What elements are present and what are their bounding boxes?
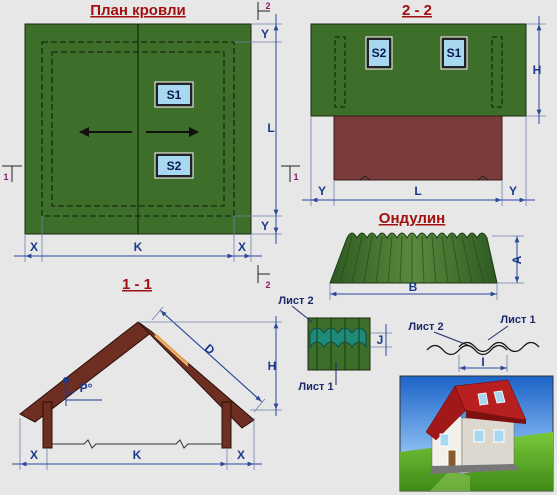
side-overlap-view: Лист 2 Лист 1 I [408, 314, 540, 372]
section-2-2-width-dimension: Y L Y [302, 116, 535, 206]
ondulin-title: Ондулин [379, 210, 445, 227]
ondulin-width-dimension: B [329, 280, 498, 300]
section-2-2-height-dimension: H [526, 16, 546, 124]
sheet-1-profile [458, 341, 540, 353]
section-marker-2-bottom: 2 [257, 265, 271, 290]
svg-text:X: X [237, 448, 245, 462]
sheet-1-label-overlap: Лист 1 [298, 381, 333, 393]
sheet-1-label-side: Лист 1 [500, 314, 535, 326]
window-s2-facade: S2 [365, 36, 393, 70]
svg-text:2: 2 [265, 1, 270, 11]
plan-width-dimension: X K X [14, 216, 262, 262]
sheet-overlap-view: Лист 2 Лист 1 J [278, 295, 392, 393]
sheet-2-profile [426, 344, 508, 356]
sheet-2-label-side: Лист 2 [408, 321, 443, 333]
svg-text:P°: P° [80, 381, 93, 395]
post-left [42, 401, 53, 449]
section-marker-2-top: 2 [257, 1, 271, 20]
svg-text:S1: S1 [167, 88, 182, 102]
section-1-1-width-dimension: X K X [12, 418, 262, 470]
ondulin-sheet-view: Ондулин A B [329, 210, 524, 300]
svg-text:A: A [510, 255, 524, 264]
section-1-1-view: 1 - 1 P° D [12, 276, 282, 470]
slope-angle-marker: P° [63, 377, 102, 406]
svg-text:X: X [238, 240, 246, 254]
svg-text:Y: Y [261, 219, 269, 233]
window-s1-facade: S1 [440, 36, 468, 70]
section-1-1-title: 1 - 1 [122, 276, 152, 293]
svg-text:L: L [414, 184, 421, 198]
rafter-right [137, 321, 255, 429]
svg-text:1: 1 [3, 172, 8, 182]
svg-text:J: J [377, 333, 384, 347]
section-1-1-height-dimension: H [138, 316, 282, 416]
window-s1-plan: S1 [154, 81, 194, 108]
svg-text:S2: S2 [372, 46, 387, 60]
house-wall [333, 115, 503, 181]
svg-text:S1: S1 [447, 46, 462, 60]
svg-text:H: H [268, 359, 277, 373]
plan-title: План кровли [90, 2, 186, 19]
section-2-2-view: 2 - 2 S2 S1 H [302, 2, 546, 206]
svg-text:X: X [30, 240, 38, 254]
plan-view: План кровли S1 S2 X K X [2, 1, 300, 290]
plan-length-dimension: Y L Y [234, 14, 282, 244]
svg-text:1: 1 [293, 172, 298, 182]
section-marker-1-right: 1 [281, 165, 300, 182]
svg-text:K: K [133, 448, 142, 462]
section-marker-1-left: 1 [2, 165, 22, 182]
svg-text:K: K [134, 240, 143, 254]
svg-text:Y: Y [318, 184, 326, 198]
window-s2-plan: S2 [154, 152, 194, 179]
house-3d-preview [399, 375, 554, 492]
svg-text:2: 2 [265, 280, 270, 290]
svg-text:D: D [202, 341, 218, 357]
ondulin-height-dimension: A [492, 235, 524, 284]
svg-text:I: I [481, 355, 484, 369]
rafter-left [19, 321, 153, 423]
svg-text:Y: Y [261, 27, 269, 41]
ridge-beam [154, 333, 189, 365]
svg-text:H: H [533, 63, 542, 77]
ondulin-sheet [329, 232, 498, 284]
svg-text:S2: S2 [167, 159, 182, 173]
svg-text:L: L [267, 121, 274, 135]
sheet-2-label-overlap: Лист 2 [278, 295, 313, 307]
rafter-length-dimension: D [151, 306, 266, 413]
post-right [221, 401, 232, 449]
side-overlap-dimension-i: I [458, 355, 508, 372]
overlap-dimension-j: J [370, 324, 392, 356]
roof-facade [310, 23, 527, 117]
svg-text:X: X [30, 448, 38, 462]
svg-text:Y: Y [509, 184, 517, 198]
svg-text:B: B [409, 280, 418, 294]
section-2-2-title: 2 - 2 [402, 2, 432, 19]
